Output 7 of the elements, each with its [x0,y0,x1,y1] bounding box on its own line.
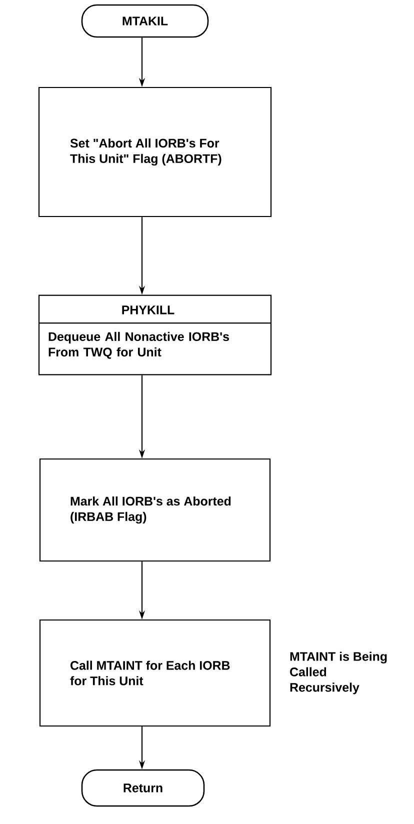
process-box: Mark All IORB's as Aborted (IRBAB Flag) [39,458,271,562]
process-box: Set "Abort All IORB's For This Unit" Flag (ABORTF) [38,86,272,218]
terminator: MTAKIL [81,4,209,38]
terminator: Return [81,769,205,807]
process-box: Call MTAINT for Each IORB for This Unit [39,619,271,727]
side-note: MTAINT is Being Called Recursively [290,652,387,694]
process-box: PHYKILL Dequeue All Nonactive IORB's From TWQ for Unit [38,294,272,376]
